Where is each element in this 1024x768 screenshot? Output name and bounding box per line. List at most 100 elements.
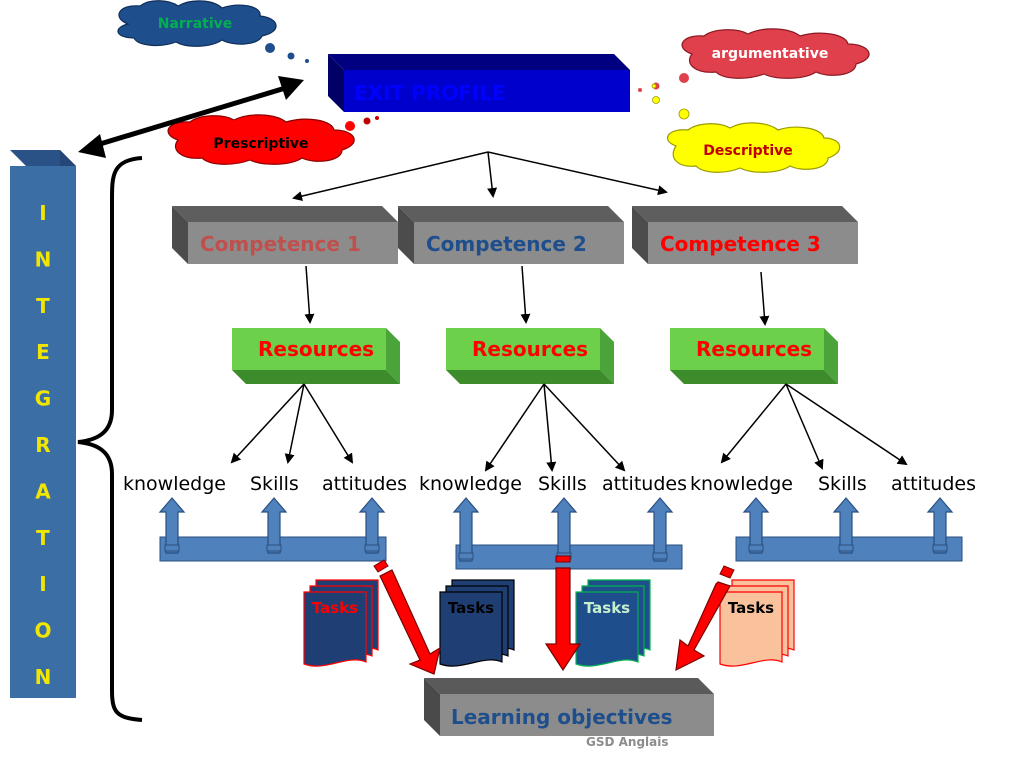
word-knowledge: knowledge [690, 473, 793, 495]
up-arrow [158, 497, 186, 554]
integration-letter: I [39, 572, 46, 596]
cloud-argumentative: argumentative [681, 28, 870, 79]
competence-side [632, 206, 648, 264]
footer-credit: GSD Anglais [586, 735, 669, 749]
task-label: Tasks [728, 599, 774, 617]
cloud-dots-argumentative [638, 73, 689, 92]
cloud-prescriptive: Prescriptive [167, 114, 355, 165]
up-arrow [646, 497, 674, 562]
task-stacks: Tasks Tasks Tasks Tasks [303, 579, 795, 667]
integration-letter: O [34, 619, 51, 643]
up-arrow [452, 497, 480, 562]
resource-side [600, 328, 614, 384]
competence-label: Competence 2 [426, 232, 587, 256]
thought-dot [652, 96, 660, 104]
word-skills: Skills [250, 473, 299, 495]
integration-letter: T [36, 294, 50, 318]
competence-top [398, 206, 624, 222]
cloud-narrative-shape [117, 0, 277, 47]
task-label: Tasks [584, 599, 630, 617]
learning-objectives-box: Learning objectives [424, 678, 714, 736]
arrow [284, 383, 305, 464]
resource-bottom [446, 370, 614, 384]
cloud-argumentative-label: argumentative [712, 46, 829, 62]
arrow [292, 151, 489, 202]
exit-profile-side [328, 54, 344, 112]
task-stack: Tasks [575, 579, 651, 667]
word-attitudes: attitudes [602, 473, 687, 495]
up-arrow [926, 497, 954, 554]
arrow-head-right [278, 76, 304, 100]
word-skills: Skills [538, 473, 587, 495]
thought-dot [345, 121, 355, 131]
integration-letter: T [36, 526, 50, 550]
cloud-descriptive: Descriptive [666, 122, 841, 173]
competence-label: Competence 3 [660, 232, 821, 256]
exit-profile-front [344, 70, 630, 112]
integration-letter: I [39, 201, 46, 225]
integration-letter: R [35, 433, 50, 457]
lo-top [424, 678, 714, 694]
arrow [304, 265, 315, 324]
task-label: Tasks [312, 599, 358, 617]
integration-top [10, 150, 76, 166]
task-stack: Tasks [439, 579, 515, 667]
connector-bar [452, 497, 683, 570]
up-arrow [832, 497, 860, 554]
resource-box: Resources [670, 328, 838, 384]
word-knowledge: knowledge [123, 473, 226, 495]
task-label: Tasks [448, 599, 494, 617]
exit-profile-top [328, 54, 630, 70]
resource-front [232, 328, 386, 370]
arrow [520, 265, 531, 324]
integration-front [10, 166, 76, 698]
arrow [484, 383, 545, 472]
cloud-descriptive-label: Descriptive [703, 143, 793, 159]
up-arrow [260, 497, 288, 554]
competence-top [172, 206, 398, 222]
competence-side [398, 206, 414, 264]
exit-profile-box: EXIT PROFILE [328, 54, 630, 112]
thought-dot [651, 83, 657, 89]
resource-bottom [670, 370, 838, 384]
competence-label: Competence 1 [200, 232, 361, 256]
thought-dot [305, 59, 309, 63]
integration-letter: N [35, 247, 52, 271]
red-arrow-right [675, 565, 735, 672]
arrow [759, 271, 770, 326]
cloud-prescriptive-shape [167, 114, 355, 165]
arrow [720, 383, 787, 464]
integration-letter: A [35, 479, 51, 503]
resource-label: Resources [258, 337, 374, 361]
word-row: knowledge Skills attitudes knowledge Ski… [123, 473, 976, 495]
word-attitudes: attitudes [891, 473, 976, 495]
cloud-prescriptive-label: Prescriptive [213, 136, 308, 152]
arrow [230, 383, 305, 464]
task-page [575, 591, 639, 667]
task-page [439, 591, 503, 667]
resource-label: Resources [696, 337, 812, 361]
resource-box: Resources [232, 328, 400, 384]
learning-objectives-label: Learning objectives [451, 705, 673, 729]
competence-front [414, 222, 624, 264]
lo-side [424, 678, 440, 736]
arrow-shaft [99, 83, 293, 147]
arrow [785, 383, 908, 466]
exit-integration-arrow [78, 76, 304, 158]
cloud-argumentative-shape [681, 28, 870, 79]
connector-bars [158, 497, 963, 570]
task-page [719, 591, 783, 667]
exit-profile-label: EXIT PROFILE [354, 81, 506, 105]
competence-boxes: Competence 1 Competence 2 Competence 3 [172, 206, 858, 264]
task-stack: Tasks [303, 579, 379, 667]
thought-dot [638, 88, 642, 92]
thought-dot [287, 52, 295, 60]
resource-front [670, 328, 824, 370]
red-arrows [373, 555, 735, 675]
lo-front [440, 694, 714, 736]
cloud-descriptive-shape [666, 122, 841, 173]
competence-box: Competence 3 [632, 206, 858, 264]
